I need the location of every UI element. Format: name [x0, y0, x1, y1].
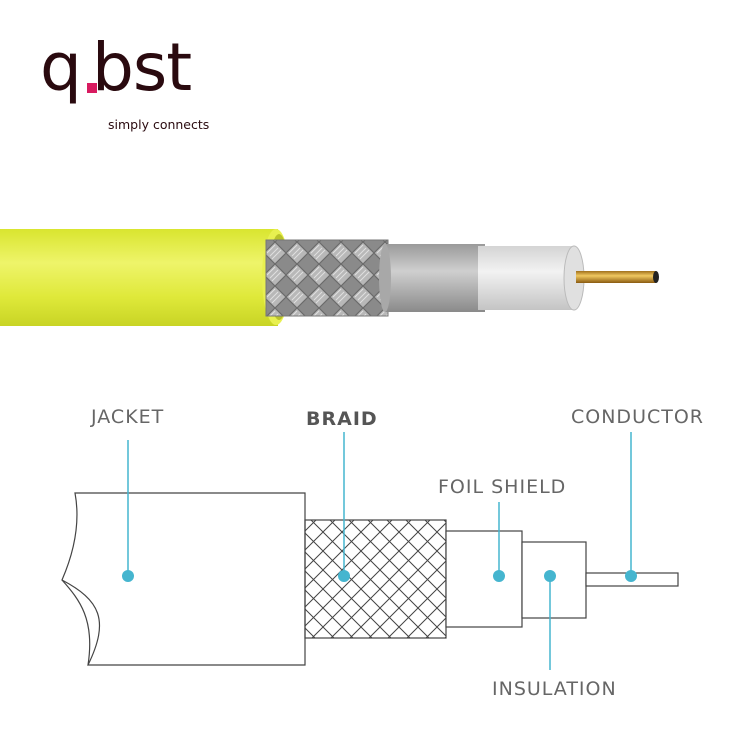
label-jacket: JACKET — [91, 406, 165, 428]
logo-wordmark: bst — [92, 29, 192, 106]
label-conductor: CONDUCTOR — [571, 406, 705, 428]
brand-logo: q bst simply connects — [40, 35, 240, 140]
photo-foil-shield — [379, 244, 485, 312]
label-foil-shield: FOIL SHIELD — [438, 476, 567, 498]
photo-conductor — [576, 271, 659, 283]
pointer-conductor — [625, 432, 637, 582]
label-braid: BRAID — [306, 408, 378, 430]
pointer-braid — [338, 432, 350, 582]
label-insulation: INSULATION — [492, 678, 617, 700]
logo-q-glyph: q — [40, 29, 82, 106]
logo-tagline: simply connects — [108, 117, 210, 132]
photo-braid — [265, 239, 389, 317]
pointer-foil-shield — [493, 502, 505, 582]
photo-insulation — [478, 245, 585, 311]
photo-jacket — [0, 229, 290, 326]
logo-accent-dot — [87, 83, 97, 93]
pointer-insulation — [544, 570, 556, 670]
pointer-jacket — [122, 440, 134, 582]
line-diagram — [61, 492, 679, 666]
